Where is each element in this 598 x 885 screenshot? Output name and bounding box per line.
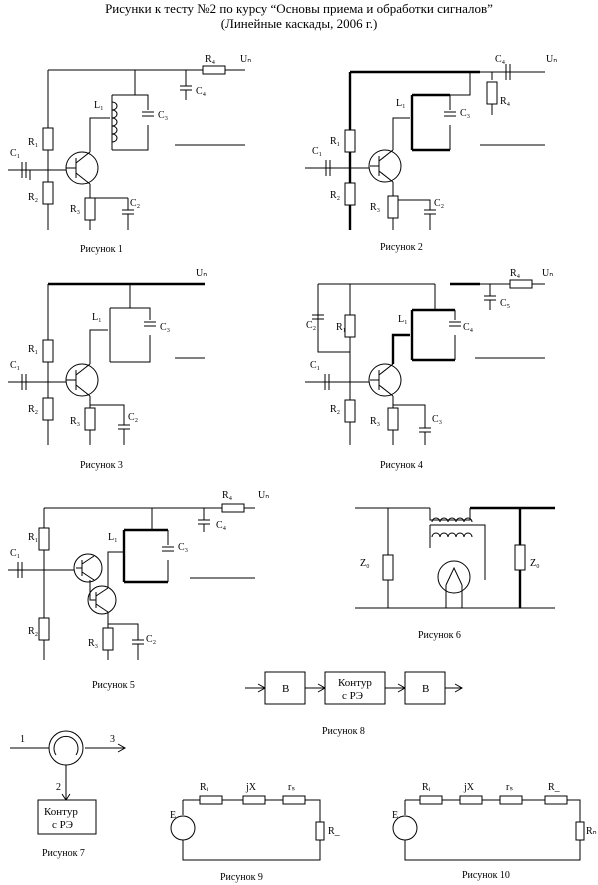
caption-fig1: Рисунок 1 [80, 244, 123, 255]
block-contour-line1: Контур [338, 677, 372, 689]
label-c4: C₄ [463, 322, 474, 333]
label-r3: R₃ [70, 416, 80, 427]
label-c3: C₃ [178, 542, 188, 553]
caption-fig9: Рисунок 9 [220, 872, 263, 883]
label-r3: R₃ [70, 204, 80, 215]
caption-fig3: Рисунок 3 [80, 460, 123, 471]
label-un: Uₙ [196, 268, 207, 279]
block-b-2: B [422, 683, 429, 695]
label-r3: R₃ [88, 638, 98, 649]
label-r2: R₂ [28, 192, 38, 203]
label-l1: L₁ [92, 312, 102, 323]
port-1: 1 [20, 734, 25, 745]
label-jx: jX [463, 782, 475, 793]
label-c4: C₄ [495, 54, 506, 65]
label-c1: C₁ [10, 148, 20, 159]
label-r4: R₄ [510, 268, 521, 279]
label-c2: C₂ [434, 198, 444, 209]
figure-7: 1 3 2 Контур с РЭ Рисунок 7 [10, 730, 127, 859]
page-subtitle: (Линейные каскады, 2006 г.) [220, 16, 378, 31]
label-e: E [392, 810, 398, 821]
block-b-1: B [282, 683, 289, 695]
label-c3: C₃ [432, 414, 442, 425]
label-r-load: R_ [328, 826, 341, 837]
label-r4: R₄ [500, 96, 511, 107]
label-ri: Rᵢ [200, 782, 209, 793]
port-2: 2 [56, 782, 61, 793]
label-un: Uₙ [546, 54, 557, 65]
label-c1: C₁ [310, 360, 320, 371]
label-rn: Rₙ [586, 826, 597, 837]
label-c1: C₁ [312, 146, 322, 157]
label-ri: Rᵢ [422, 782, 431, 793]
label-z0: Z₀ [360, 558, 370, 569]
label-r3: R₃ [370, 416, 380, 427]
caption-fig6: Рисунок 6 [418, 630, 461, 641]
label-r2: R₂ [28, 404, 38, 415]
label-z0-right: Z₀ [530, 558, 540, 569]
figure-10: Rᵢ jX rₛ R_ E Rₙ Рисунок 10 [392, 782, 597, 881]
label-un: Uₙ [240, 54, 251, 65]
label-c3: C₃ [160, 322, 170, 333]
label-r1: R₁ [336, 322, 346, 333]
caption-fig10: Рисунок 10 [462, 870, 510, 881]
caption-fig4: Рисунок 4 [380, 460, 423, 471]
label-l1: L₁ [398, 314, 408, 325]
label-c2: C₂ [306, 320, 316, 331]
figure-8: B Контур с РЭ B Рисунок 8 [245, 671, 464, 737]
label-rs: rₛ [288, 782, 295, 793]
port-3: 3 [110, 734, 115, 745]
label-c3: C₃ [460, 108, 470, 119]
figure-3: C₁ R₁ R₂ R₃ C₂ L₁ C₃ Uₙ Рисунок 3 [8, 268, 207, 471]
label-r-load: R_ [548, 782, 561, 793]
label-c2: C₂ [128, 412, 138, 423]
label-jx: jX [245, 782, 257, 793]
block-contour-line2: с РЭ [52, 819, 73, 831]
figure-2: C₁ R₁ R₂ R₃ C₂ L₁ C₃ R₄ C₄ Uₙ Рисунок 2 [305, 54, 557, 253]
label-c4: C₄ [196, 86, 207, 97]
page-title: Рисунки к тесту №2 по курсу “Основы прие… [105, 1, 493, 16]
label-l1: L₁ [396, 98, 406, 109]
label-l1: L₁ [94, 100, 104, 111]
label-r3: R₃ [370, 202, 380, 213]
caption-fig8: Рисунок 8 [322, 726, 365, 737]
label-un: Uₙ [258, 490, 269, 501]
label-un: Uₙ [542, 268, 553, 279]
label-r4: R₄ [222, 490, 233, 501]
caption-fig7: Рисунок 7 [42, 848, 85, 859]
label-r1: R₁ [330, 136, 340, 147]
label-r1: R₁ [28, 344, 38, 355]
label-r4: R₄ [205, 54, 216, 65]
label-r2: R₂ [330, 404, 340, 415]
label-r2: R₂ [28, 626, 38, 637]
label-c2: C₂ [130, 198, 140, 209]
label-c4: C₄ [216, 520, 227, 531]
caption-fig2: Рисунок 2 [380, 242, 423, 253]
label-c3: C₃ [158, 110, 168, 121]
caption-fig5: Рисунок 5 [92, 680, 135, 691]
block-contour-line1: Контур [44, 806, 78, 818]
label-c1: C₁ [10, 360, 20, 371]
figure-9: Rᵢ jX rₛ E R_ Рисунок 9 [170, 782, 341, 883]
label-r1: R₁ [28, 532, 38, 543]
figure-1: C₁ R₁ R₂ R₃ C₂ L₁ C₃ R₄ C₄ Uₙ Рисунок 1 [8, 54, 251, 255]
figure-5: C₁ R₁ R₂ R₃ C₂ L₁ C₃ R₄ C₄ Uₙ Рисунок 5 [8, 490, 269, 691]
label-l1: L₁ [108, 532, 118, 543]
block-contour-line2: с РЭ [342, 690, 363, 702]
label-c5: C₅ [500, 298, 510, 309]
label-r1: R₁ [28, 137, 38, 148]
label-e: E [170, 810, 176, 821]
figure-4: C₁ C₂ R₁ R₂ R₃ C₃ L₁ C₄ R₄ C₅ Uₙ Рисунок… [305, 268, 553, 471]
label-c1: C₁ [10, 548, 20, 559]
figure-6: Z₀ Z₀ Рисунок 6 [355, 506, 555, 641]
label-r2: R₂ [330, 190, 340, 201]
label-c2: C₂ [146, 634, 156, 645]
label-rs: rₛ [506, 782, 513, 793]
